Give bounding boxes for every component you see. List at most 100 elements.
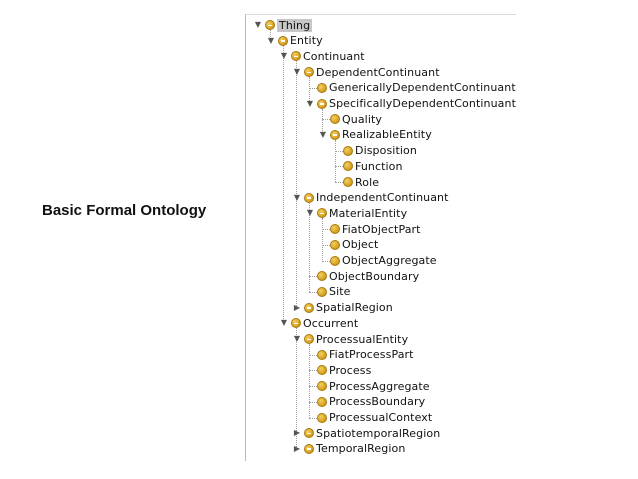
- collapse-arrow-right-icon[interactable]: ▶: [293, 302, 301, 312]
- expand-arrow-down-icon[interactable]: ▼: [280, 51, 288, 61]
- tree-node-disposition[interactable]: Disposition: [331, 143, 417, 159]
- diagram-caption: Basic Formal Ontology: [42, 202, 207, 219]
- tree-node-processual-entity[interactable]: ▼ProcessualEntity: [292, 331, 408, 347]
- tree-node-label: ProcessualContext: [329, 411, 433, 424]
- tree-connector: [270, 30, 271, 41]
- class-bullet-icon: [330, 114, 340, 125]
- class-bullet-icon: [291, 318, 301, 329]
- tree-connector: [309, 386, 317, 388]
- expand-arrow-down-icon[interactable]: ▼: [280, 318, 288, 328]
- tree-node-label: SpecificallyDependentContinuant: [329, 97, 516, 110]
- tree-node-generically-dependent-continuant[interactable]: GenericallyDependentContinuant: [305, 80, 516, 96]
- tree-node-quality[interactable]: Quality: [318, 111, 382, 127]
- class-bullet-icon: [304, 428, 314, 439]
- tree-connector: [322, 218, 323, 261]
- class-bullet-icon: [304, 334, 314, 344]
- tree-node-label: Disposition: [355, 144, 417, 158]
- tree-node-label: DependentContinuant: [316, 65, 440, 79]
- class-bullet-icon: [317, 396, 327, 407]
- tree-connector: [322, 244, 330, 246]
- tree-node-spatiotemporal-region[interactable]: ▶SpatiotemporalRegion: [292, 425, 440, 441]
- expand-arrow-down-icon[interactable]: ▼: [319, 129, 327, 139]
- class-bullet-icon: [317, 208, 327, 219]
- tree-node-entity[interactable]: ▼ Entity: [266, 33, 323, 49]
- tree-node-label: Entity: [290, 34, 323, 48]
- tree-node-independent-continuant[interactable]: ▼ IndependentContinuant: [292, 190, 449, 206]
- tree-node-process[interactable]: Process: [305, 362, 371, 378]
- collapse-arrow-right-icon[interactable]: ▶: [293, 443, 301, 453]
- tree-connector: [283, 45, 284, 324]
- class-bullet-icon: [317, 271, 327, 282]
- class-bullet-icon: [317, 381, 327, 392]
- tree-connector: [309, 87, 317, 89]
- tree-connector: [296, 61, 297, 308]
- collapse-arrow-right-icon[interactable]: ▶: [293, 428, 301, 438]
- tree-connector: [309, 77, 310, 104]
- tree-node-site[interactable]: Site: [305, 284, 351, 300]
- class-bullet-icon: [343, 161, 353, 172]
- tree-node-label: MaterialEntity: [329, 206, 408, 220]
- tree-node-continuant[interactable]: ▼Continuant: [279, 48, 365, 64]
- tree-node-label: GenericallyDependentContinuant: [329, 81, 516, 95]
- class-bullet-icon: [304, 67, 314, 78]
- tree-node-process-boundary[interactable]: ProcessBoundary: [305, 394, 425, 410]
- class-bullet-icon: [343, 177, 353, 187]
- tree-node-processual-context[interactable]: ProcessualContext: [305, 410, 432, 426]
- tree-node-label: Occurrent: [303, 316, 359, 330]
- tree-node-function[interactable]: Function: [331, 158, 403, 174]
- tree-connector: [322, 260, 330, 262]
- tree-connector: [309, 344, 310, 418]
- class-bullet-icon: [304, 443, 314, 454]
- expand-arrow-down-icon[interactable]: ▼: [293, 67, 301, 77]
- tree-node-fiat-process-part[interactable]: FiatProcessPart: [305, 347, 414, 363]
- tree-node-thing[interactable]: ▼ Thing: [253, 17, 313, 33]
- tree-connector: [309, 202, 310, 292]
- class-bullet-icon: [317, 98, 327, 109]
- tree-node-label: Site: [329, 285, 351, 299]
- tree-connector: [322, 108, 323, 135]
- tree-node-label: Role: [355, 175, 380, 189]
- tree-node-object[interactable]: Object: [318, 237, 378, 253]
- tree-connector: [335, 139, 336, 182]
- tree-connector: [309, 401, 317, 403]
- class-bullet-icon: [291, 51, 301, 62]
- tree-node-label: SpatialRegion: [316, 301, 393, 315]
- expand-arrow-down-icon[interactable]: ▼: [306, 208, 314, 218]
- tree-node-material-entity[interactable]: ▼ MaterialEntity: [305, 205, 407, 221]
- tree-node-object-aggregate[interactable]: ObjectAggregate: [318, 253, 437, 269]
- expand-arrow-down-icon[interactable]: ▼: [254, 20, 262, 29]
- tree-node-object-boundary[interactable]: ObjectBoundary: [305, 268, 419, 284]
- class-bullet-icon: [304, 192, 314, 203]
- expand-arrow-down-icon[interactable]: ▼: [267, 35, 275, 45]
- tree-node-specifically-dependent-continuant[interactable]: ▼ SpecificallyDependentContinuant: [305, 96, 516, 112]
- tree-node-process-aggregate[interactable]: ProcessAggregate: [305, 378, 430, 394]
- class-bullet-icon: [330, 224, 340, 235]
- class-bullet-icon: [317, 365, 327, 376]
- tree-node-realizable-entity[interactable]: ▼ RealizableEntity: [318, 127, 432, 143]
- class-bullet-icon: [343, 145, 353, 156]
- tree-node-label: IndependentContinuant: [316, 191, 449, 205]
- tree-node-occurrent[interactable]: ▼ Occurrent: [279, 315, 358, 331]
- expand-arrow-down-icon[interactable]: ▼: [293, 334, 301, 343]
- tree-node-label: ProcessBoundary: [329, 395, 426, 409]
- tree-node-label: ProcessAggregate: [329, 379, 430, 393]
- tree-node-label: Quality: [342, 112, 383, 126]
- tree-node-label: ObjectBoundary: [329, 269, 420, 283]
- class-hierarchy-panel: [245, 14, 516, 461]
- class-bullet-icon: [330, 239, 340, 250]
- tree-node-label: Thing: [277, 18, 313, 32]
- class-bullet-icon: [278, 35, 288, 46]
- expand-arrow-down-icon[interactable]: ▼: [306, 98, 314, 108]
- class-bullet-icon: [330, 129, 340, 140]
- tree-node-label: Object: [342, 238, 379, 252]
- expand-arrow-down-icon[interactable]: ▼: [293, 192, 301, 202]
- tree-node-fiat-object-part[interactable]: FiatObjectPart: [318, 221, 421, 237]
- tree-node-role[interactable]: Role: [331, 174, 379, 190]
- tree-node-temporal-region[interactable]: ▶TemporalRegion: [292, 441, 405, 457]
- tree-node-dependent-continuant[interactable]: ▼ DependentContinuant: [292, 64, 440, 80]
- tree-node-label: RealizableEntity: [342, 128, 432, 142]
- tree-node-label: FiatProcessPart: [329, 348, 414, 362]
- tree-node-spatial-region[interactable]: ▶ SpatialRegion: [292, 300, 393, 316]
- class-bullet-icon: [317, 412, 327, 423]
